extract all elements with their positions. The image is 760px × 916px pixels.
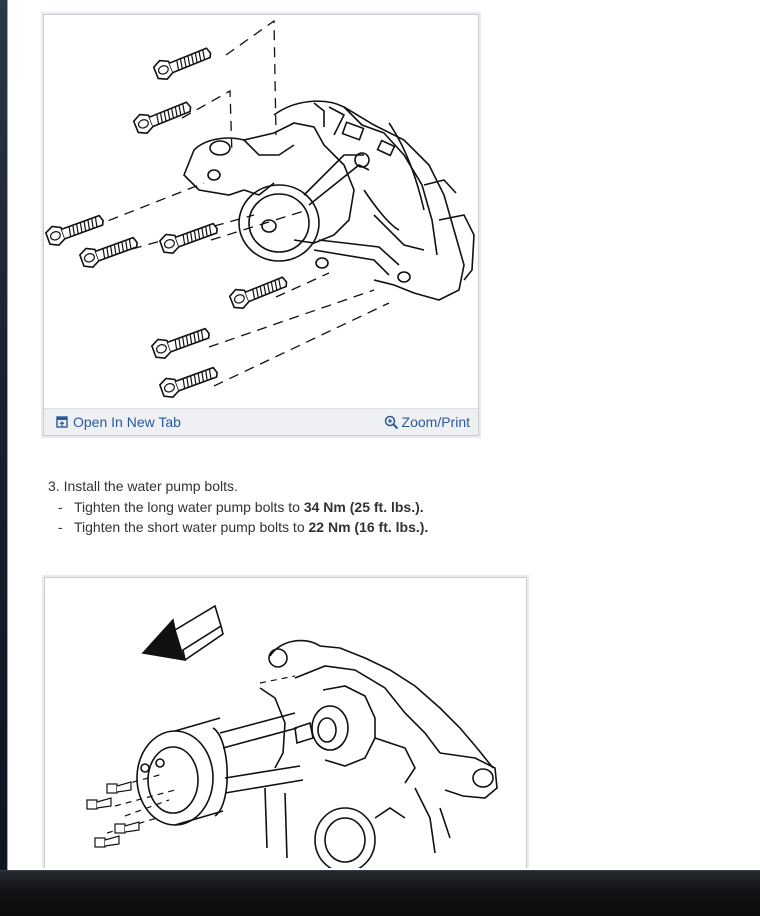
step-item-suffix: . [419, 498, 424, 515]
taskbar [0, 870, 760, 916]
balancer-illustration [86, 604, 498, 868]
small-bolt-icon [86, 781, 140, 848]
open-in-new-tab-label: Open In New Tab [73, 414, 181, 430]
zoom-print-link[interactable]: Zoom/Print [384, 414, 470, 430]
step-item-dash: - [58, 519, 63, 535]
open-in-new-tab-link[interactable]: Open In New Tab [56, 414, 181, 430]
bolt-icon [151, 41, 215, 83]
step-line: 3. Install the water pump bolts. [48, 476, 668, 497]
step-item-short-bolts: -Tighten the short water pump bolts to 2… [48, 517, 668, 538]
step-item-long-bolts: -Tighten the long water pump bolts to 34… [48, 497, 668, 518]
desktop-left-edge [0, 0, 8, 870]
step-item-dash: - [58, 498, 63, 515]
figure-crankshaft-balancer [44, 577, 527, 868]
zoom-icon [384, 415, 398, 429]
procedure-step: 3. Install the water pump bolts. -Tighte… [48, 476, 668, 538]
figure-toolbar: Open In New Tab Zoom/Print [44, 408, 478, 435]
step-item-prefix: Tighten the short water pump bolts to [74, 519, 309, 535]
step-number: 3. [48, 478, 60, 494]
step-item-prefix: Tighten the long water pump bolts to [74, 498, 304, 515]
open-in-new-tab-icon [56, 416, 68, 428]
zoom-print-label: Zoom/Print [401, 414, 470, 430]
torque-value: 34 Nm (25 ft. lbs.) [303, 498, 420, 515]
torque-value: 22 Nm (16 ft. lbs.) [308, 519, 425, 535]
figure-water-pump-bolts: Open In New Tab Zoom/Print [43, 14, 479, 436]
content-pane: Open In New Tab Zoom/Print 3. Install th… [8, 0, 760, 868]
direction-arrow-icon [141, 604, 224, 661]
step-item-suffix: . [424, 519, 429, 535]
step-text: Install the water pump bolts. [63, 478, 238, 494]
water-pump-illustration [44, 19, 475, 401]
